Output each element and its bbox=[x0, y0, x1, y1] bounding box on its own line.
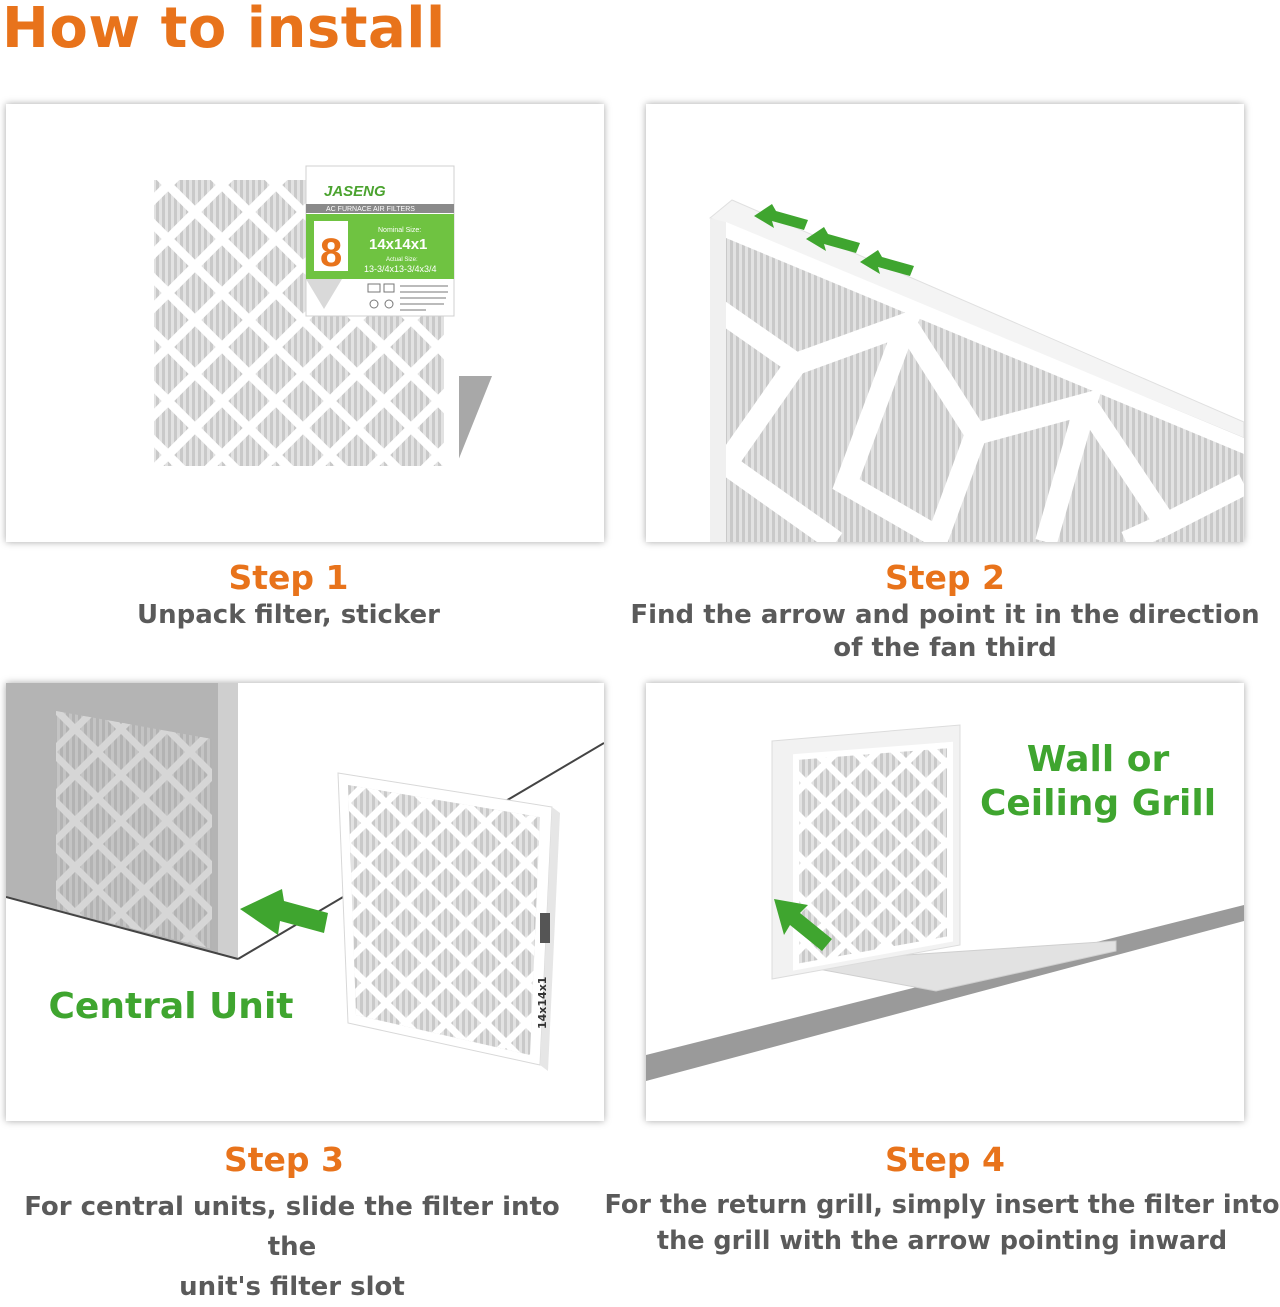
step-3-image: 14x14x1 bbox=[6, 683, 604, 1121]
step-2-label: Step 2 bbox=[885, 558, 1005, 597]
sticker-actual-label: Actual Size: bbox=[386, 257, 418, 263]
step-4-image bbox=[646, 683, 1244, 1121]
step-3-caption: For central units, slide the filter into… bbox=[0, 1187, 584, 1307]
page-title: How to install bbox=[2, 0, 446, 61]
direction-arrow-icon bbox=[754, 204, 914, 276]
filter-standing: 14x14x1 bbox=[337, 772, 560, 1071]
step-2-caption: Find the arrow and point it in the direc… bbox=[620, 599, 1270, 665]
central-unit-label: Central Unit bbox=[48, 986, 294, 1027]
step-3-label: Step 3 bbox=[224, 1140, 344, 1179]
sticker-peel-corner bbox=[306, 279, 342, 309]
wall-ceiling-label-line-2: Ceiling Grill bbox=[979, 783, 1217, 824]
slide-arrow-icon bbox=[240, 889, 328, 935]
step-1-caption-line: Unpack filter, sticker bbox=[137, 600, 440, 630]
step-1-label: Step 1 bbox=[228, 558, 349, 597]
sticker-nominal-size: 14x14x1 bbox=[369, 236, 427, 253]
sticker-actual-size: 13-3/4x13-3/4x3/4 bbox=[364, 264, 437, 274]
filter-shadow bbox=[452, 376, 492, 476]
step-2-caption-line-1: Find the arrow and point it in the direc… bbox=[630, 600, 1260, 630]
air-filter-illustration bbox=[139, 165, 459, 481]
step-2-image bbox=[646, 104, 1244, 542]
step-1-image: JASENG AC FURNACE AIR FILTERS 8 Nominal … bbox=[6, 104, 604, 542]
wall-ceiling-label: Wall or Ceiling Grill bbox=[972, 738, 1224, 826]
step-4-caption-line-1: For the return grill, simply insert the … bbox=[604, 1190, 1280, 1220]
filter-closeup bbox=[709, 199, 1244, 542]
step-4-label: Step 4 bbox=[885, 1140, 1005, 1179]
filter-edge-label-tag bbox=[540, 913, 550, 943]
step-2-caption-line-2: of the fan third bbox=[833, 633, 1057, 663]
sticker-nominal-label: Nominal Size: bbox=[378, 227, 421, 234]
product-sticker: JASENG AC FURNACE AIR FILTERS 8 Nominal … bbox=[305, 165, 455, 317]
step-3-caption-line-2: unit's filter slot bbox=[179, 1272, 405, 1302]
step-1-caption: Unpack filter, sticker bbox=[6, 599, 571, 632]
step-4-caption: For the return grill, simply insert the … bbox=[604, 1187, 1280, 1259]
sticker-subtitle: AC FURNACE AIR FILTERS bbox=[326, 206, 415, 213]
central-unit-illustration bbox=[6, 683, 604, 960]
sticker-merv: 8 bbox=[320, 231, 342, 275]
step-4-caption-line-2: the grill with the arrow pointing inward bbox=[656, 1226, 1228, 1256]
wall-grill-illustration bbox=[771, 724, 961, 980]
step-3-caption-line-1: For central units, slide the filter into… bbox=[24, 1192, 560, 1262]
wall-ceiling-label-line-1: Wall or bbox=[1026, 739, 1170, 780]
sticker-brand: JASENG bbox=[324, 183, 386, 200]
filter-edge-text: 14x14x1 bbox=[536, 977, 549, 1029]
insert-arrow-icon bbox=[774, 899, 832, 951]
